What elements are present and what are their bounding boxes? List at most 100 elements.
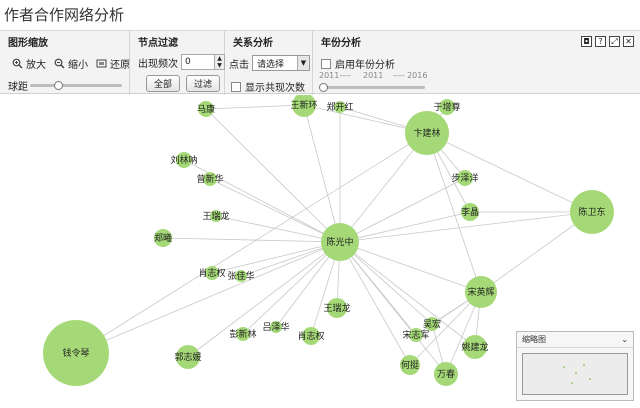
graph-node-circle[interactable] (434, 362, 458, 386)
graph-edge (339, 241, 433, 325)
graph-node[interactable]: 郑开红 (326, 101, 354, 113)
close-icon[interactable]: ✕ (623, 36, 634, 47)
graph-node[interactable]: 吕泽华 (262, 321, 290, 333)
graph-node-label: 曾新华 (196, 173, 223, 185)
frequency-input[interactable]: 0 (181, 54, 215, 70)
graph-node-circle[interactable] (570, 190, 614, 234)
graph-node[interactable]: 万春 (434, 362, 458, 386)
graph-node[interactable]: 肖志权 (198, 266, 226, 280)
distance-slider[interactable] (30, 81, 122, 90)
graph-node[interactable]: 陈卫东 (570, 190, 614, 234)
graph-edge (339, 241, 411, 366)
fullscreen-icon[interactable]: ⤢ (609, 36, 620, 47)
graph-node-circle[interactable] (205, 266, 219, 280)
graph-node-circle[interactable] (198, 101, 214, 117)
graph-node-circle[interactable] (409, 328, 423, 342)
graph-node[interactable]: 卞建林 (405, 111, 449, 155)
graph-node-circle[interactable] (176, 345, 200, 369)
graph-node-circle[interactable] (405, 111, 449, 155)
graph-node-circle[interactable] (457, 170, 473, 186)
year-start-label: 2011---- (319, 71, 351, 80)
graph-node[interactable]: 马康 (197, 101, 215, 117)
graph-node-circle[interactable] (425, 317, 439, 331)
graph-node[interactable]: 刘林呐 (170, 152, 198, 168)
graph-node-circle[interactable] (270, 321, 282, 333)
graph-node[interactable]: 王新环 (290, 93, 318, 117)
graph-node[interactable]: 步泽洋 (451, 170, 479, 186)
zoom-in-button[interactable]: 放大 (12, 56, 46, 71)
graph-node[interactable]: 王瑞龙 (202, 210, 230, 222)
graph-node-circle[interactable] (203, 172, 217, 186)
reset-zoom-button[interactable]: 还原 (96, 56, 130, 71)
graph-node[interactable]: 曾新华 (196, 172, 224, 186)
graph-node-circle[interactable] (235, 270, 247, 282)
graph-node[interactable]: 宋志军 (402, 328, 430, 342)
graph-node-circle[interactable] (334, 101, 346, 113)
graph-node-label: 于增尊 (433, 101, 460, 113)
graph-node-label: 郑开红 (326, 101, 353, 113)
graph-node-circle[interactable] (302, 327, 320, 345)
graph-node-circle[interactable] (327, 298, 347, 318)
graph-node[interactable]: 王瑞龙 (323, 298, 351, 318)
graph-node[interactable]: 张佳华 (227, 270, 255, 282)
graph-edge (205, 108, 341, 243)
graph-node[interactable]: 陈光中 (321, 223, 359, 261)
graph-node[interactable]: 李晶 (461, 203, 479, 221)
network-graph[interactable]: 陈光中卞建林陈卫东钱令琴宋英辉王新环郑开红于增尊马康刘林呐曾新华王瑞龙郑曦肖志权… (0, 93, 640, 405)
graph-node-circle[interactable] (400, 355, 420, 375)
graph-node[interactable]: 肖志权 (297, 327, 325, 345)
graph-node[interactable]: 何挺 (400, 355, 420, 375)
graph-node[interactable]: 于增尊 (433, 99, 461, 115)
network-graph-canvas[interactable]: 陈光中卞建林陈卫东钱令琴宋英辉王新环郑开红于增尊马康刘林呐曾新华王瑞龙郑曦肖志权… (0, 93, 640, 405)
graph-node-circle[interactable] (43, 320, 109, 386)
help-icon[interactable]: ? (595, 36, 606, 47)
graph-node-circle[interactable] (176, 152, 192, 168)
zoom-out-button[interactable]: 缩小 (54, 56, 88, 71)
node-filter-title: 节点过滤 (138, 38, 178, 49)
graph-edge (211, 241, 341, 274)
zoom-in-icon (12, 58, 23, 69)
show-count-checkbox[interactable] (231, 81, 241, 92)
graph-node-circle[interactable] (461, 203, 479, 221)
graph-node[interactable]: 姚建龙 (461, 335, 489, 359)
graph-edge (426, 132, 593, 213)
graph-node-circle[interactable] (439, 99, 455, 115)
enable-year-checkbox[interactable] (321, 58, 331, 69)
zoom-out-label: 缩小 (68, 60, 88, 71)
graph-node[interactable]: 郭志媛 (174, 345, 202, 369)
chevron-down-icon[interactable]: ⌄ (621, 335, 628, 344)
minimap-viewport[interactable] (522, 353, 628, 395)
filter-button[interactable]: 过滤 (186, 75, 221, 92)
click-label: 点击 (229, 59, 249, 71)
frequency-label: 出现频次 (138, 58, 178, 70)
show-all-button[interactable]: 全部 (146, 75, 181, 92)
graph-node-circle[interactable] (292, 93, 316, 117)
graph-edge (183, 159, 341, 243)
frequency-stepper[interactable]: ▲▼ (215, 54, 225, 70)
graph-node-circle[interactable] (321, 223, 359, 261)
graph-node-circle[interactable] (210, 210, 222, 222)
camera-icon[interactable]: ◘ (581, 36, 592, 47)
graph-node-label: 刘林呐 (170, 154, 197, 166)
graph-edge (339, 211, 593, 243)
graph-node-circle[interactable] (236, 327, 250, 341)
graph-node-label: 马康 (197, 103, 215, 115)
author-select-value: 请选择 (257, 59, 285, 70)
distance-slider-knob[interactable] (54, 81, 63, 90)
graph-node[interactable]: 钱令琴 (43, 320, 109, 386)
year-slider[interactable] (319, 83, 425, 92)
author-select[interactable]: 请选择 ▼ (252, 55, 310, 71)
graph-edge (339, 241, 476, 348)
graph-node[interactable]: 宋英辉 (465, 276, 497, 308)
graph-node[interactable]: 吴宏 (423, 317, 441, 331)
graph-node-circle[interactable] (154, 229, 172, 247)
graph-node-circle[interactable] (463, 335, 487, 359)
graph-node-circle[interactable] (465, 276, 497, 308)
graph-node-label: 吕泽华 (262, 321, 289, 333)
tool-icons: ◘ ? ⤢ ✕ (578, 36, 634, 47)
graph-node[interactable]: 郑曦 (154, 229, 172, 247)
graph-nodes: 陈光中卞建林陈卫东钱令琴宋英辉王新环郑开红于增尊马康刘林呐曾新华王瑞龙郑曦肖志权… (43, 93, 614, 386)
year-slider-knob[interactable] (319, 83, 328, 92)
graph-node[interactable]: 彭新林 (229, 327, 257, 341)
toolbar: 图形缩放 放大 缩小 还原 球距 (0, 30, 640, 95)
